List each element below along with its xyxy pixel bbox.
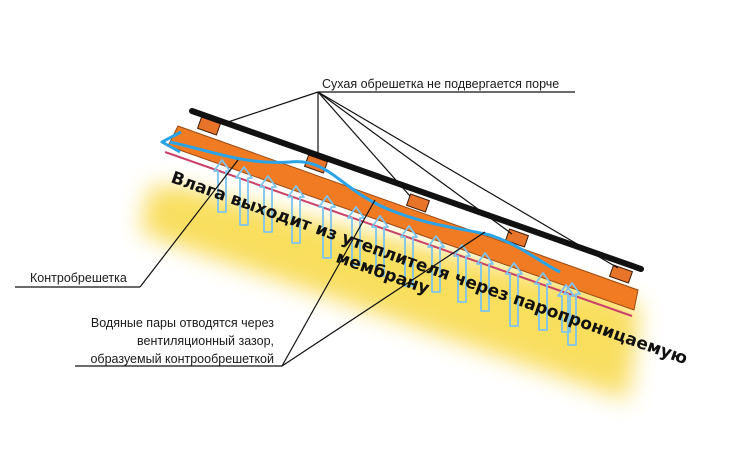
up-arrow-icon — [235, 166, 253, 226]
up-arrow-icon — [318, 195, 336, 259]
counter-batten-label: Контробрешетка — [30, 271, 127, 285]
top-callout-label: Сухая обрешетка не подвергается порче — [322, 77, 559, 91]
leader-lines — [15, 91, 619, 367]
up-arrow-icon — [557, 284, 575, 333]
left-arrow-icon — [160, 130, 182, 154]
batten — [405, 193, 431, 213]
up-arrow-icon — [427, 235, 445, 293]
up-arrow-icon — [213, 159, 231, 213]
up-arrow-icon — [453, 244, 471, 303]
airflow-arrow — [160, 130, 561, 274]
vapor-removal-label-line2: вентиляционный зазор, — [137, 334, 274, 348]
up-arrow-icon — [400, 225, 418, 287]
vapor-membrane — [164, 151, 633, 317]
up-arrow-icon — [563, 282, 581, 346]
batten — [608, 264, 634, 284]
up-arrow-icon — [505, 262, 523, 327]
vapor-arrows — [213, 159, 581, 346]
vapor-removal-label-line1: Водяные пары отводятся через — [91, 316, 274, 330]
up-arrow-icon — [371, 215, 389, 277]
insulation-layer — [140, 185, 640, 400]
up-arrow-icon — [259, 175, 277, 233]
up-arrow-icon — [534, 272, 552, 331]
up-arrow-icon — [476, 252, 494, 312]
up-arrow-icon — [287, 185, 305, 244]
up-arrow-icon — [347, 206, 365, 266]
roof-sheet — [189, 108, 644, 272]
vapor-removal-label-line3: образуемый контрообрешеткой — [90, 352, 274, 366]
